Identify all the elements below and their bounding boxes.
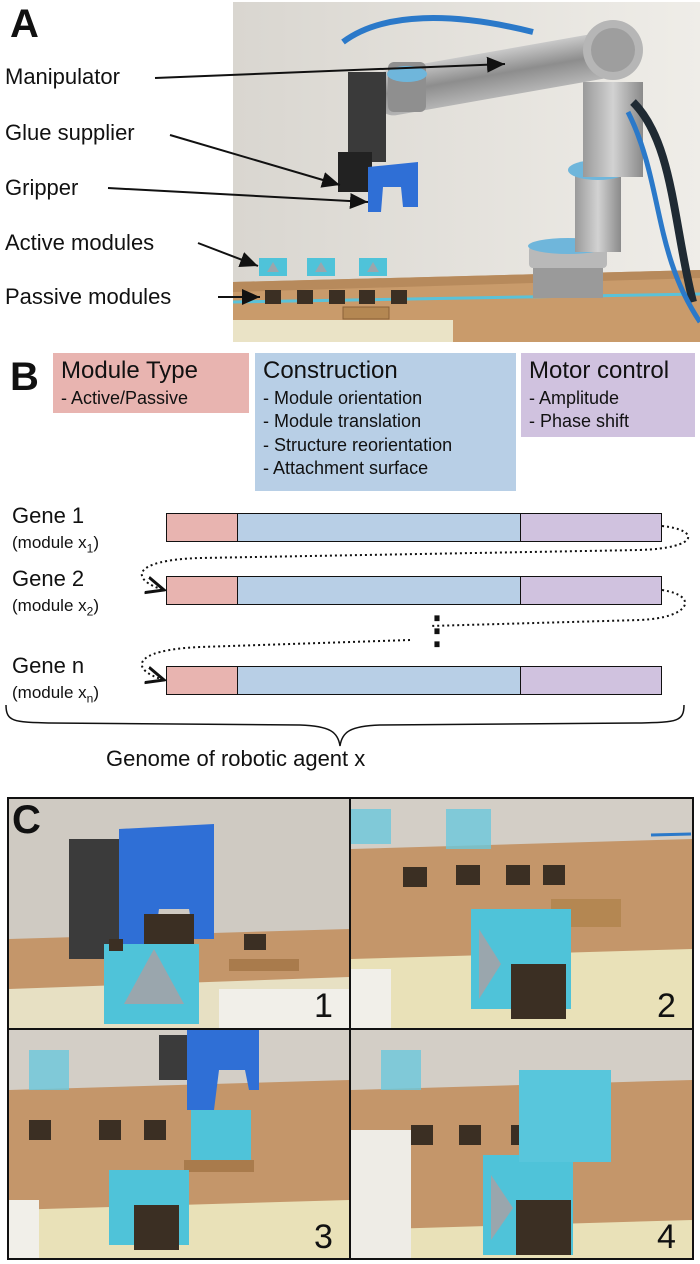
panel-label-a: A [10,2,39,46]
panel-label-b: B [10,355,39,399]
gene-2-label: Gene 2 [12,566,85,591]
photo-2-number: 2 [657,987,676,1025]
gene-1-bar [166,513,662,542]
photo-2 [351,799,692,1028]
module-type-title: Module Type [61,357,198,384]
module-type-segment [167,514,238,541]
panel-label-c: C [12,798,41,842]
module-type-segment [167,577,238,604]
gene-1-sublabel: (module x1) [12,533,99,556]
construction-item: - Module orientation [263,388,423,408]
photo-4-number: 4 [657,1218,676,1256]
glue-supplier-label: Glue supplier [5,120,135,145]
module-type-segment [167,667,238,694]
gene-n-sublabel: (module xn) [12,683,99,706]
panel-a-arrows [107,56,506,305]
motor-control-item: - Phase shift [529,411,630,432]
motor-control-segment [521,577,661,604]
gene-connectors [5,525,690,747]
active-modules-arrow [197,242,259,268]
motor-control-segment [521,514,661,541]
active-modules-label: Active modules [5,230,155,255]
gene-ellipsis: ⋮ [418,610,456,652]
construction-segment [238,577,521,604]
photo-4 [351,1030,692,1258]
motor-control-segment [521,667,661,694]
glue-supplier-arrow [169,134,341,188]
manipulator-arrow [154,56,506,79]
construction-box: Construction - Module orientation - Modu… [255,353,516,491]
photo-3-number: 3 [314,1218,333,1256]
module-type-item: - Active/Passive [61,388,189,408]
gripper-label: Gripper [5,175,79,200]
passive-modules-label: Passive modules [5,284,172,309]
gene-2-sublabel: (module x2) [12,596,99,619]
construction-title: Construction [263,357,398,384]
connector-dots-n [140,639,411,680]
gene-2-bar [166,576,662,605]
gene-n-bar [166,666,662,695]
construction-item: - Attachment surface [263,458,429,479]
connector-1-2 [140,525,690,590]
photo-3 [9,1030,349,1258]
motor-control-item: - Amplitude [529,388,620,408]
connector-2-dots [429,589,686,627]
construction-segment [238,667,521,694]
motor-control-box: Motor control - Amplitude - Phase shift [521,353,695,437]
photo-1-number: 1 [314,987,333,1025]
motor-control-title: Motor control [529,357,670,384]
construction-segment [238,514,521,541]
gene-n-label: Gene n [12,653,85,678]
genome-caption: Genome of robotic agent x [106,746,366,771]
construction-item: - Structure reorientation [263,434,453,455]
genome-brace [5,704,685,747]
gene-1-label: Gene 1 [12,503,85,528]
module-type-box: Module Type - Active/Passive [53,353,249,413]
manipulator-label: Manipulator [5,64,120,89]
robot-arm-photo [233,2,700,342]
photo-1 [9,799,349,1028]
gripper-arrow [107,187,369,210]
panel-c-grid: 1 2 [7,797,694,1260]
construction-item: - Module translation [263,411,422,432]
